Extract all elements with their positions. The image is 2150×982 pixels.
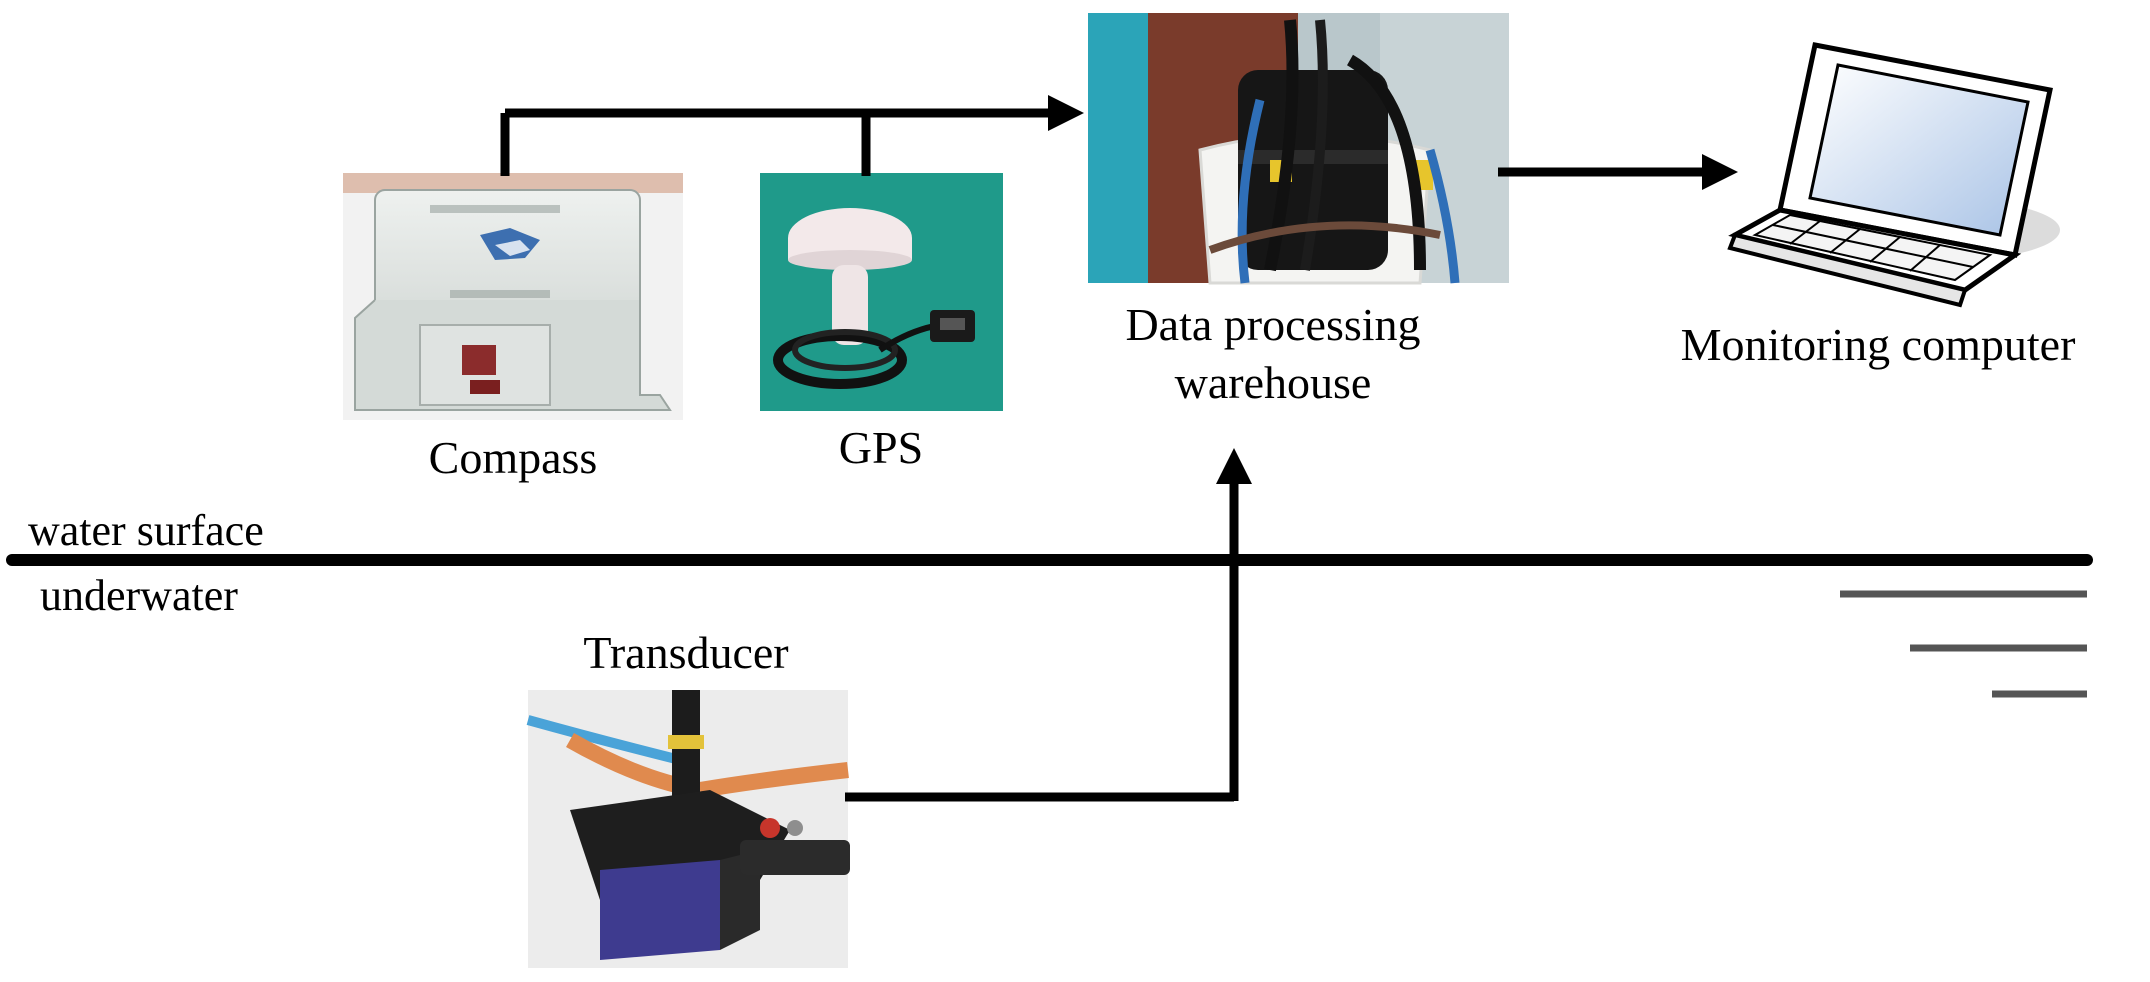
compass-label: Compass <box>429 432 598 483</box>
monitoring-computer-label: Monitoring computer <box>1681 319 2076 370</box>
water-surface-label: water surface <box>28 506 264 555</box>
connector-transducer-to-processing <box>845 480 1239 802</box>
water-surface-icon <box>1840 590 2087 698</box>
underwater-label: underwater <box>40 571 238 620</box>
data-processing-label-line2: warehouse <box>1175 357 1372 408</box>
arrow-up-to-processing <box>1216 448 1252 484</box>
transducer-photo <box>526 690 850 968</box>
arrow-to-computer <box>1702 154 1738 190</box>
compass-device-photo <box>343 173 683 420</box>
arrow-to-processing <box>1048 95 1084 131</box>
gps-label: GPS <box>839 422 923 473</box>
data-processing-label-line1: Data processing <box>1125 299 1420 350</box>
data-processing-unit-photo <box>1088 13 1509 285</box>
laptop-icon <box>1727 42 2060 308</box>
connector-sensors-to-processing <box>500 108 1060 176</box>
gps-antenna-photo <box>760 173 1003 411</box>
transducer-label: Transducer <box>583 627 788 678</box>
